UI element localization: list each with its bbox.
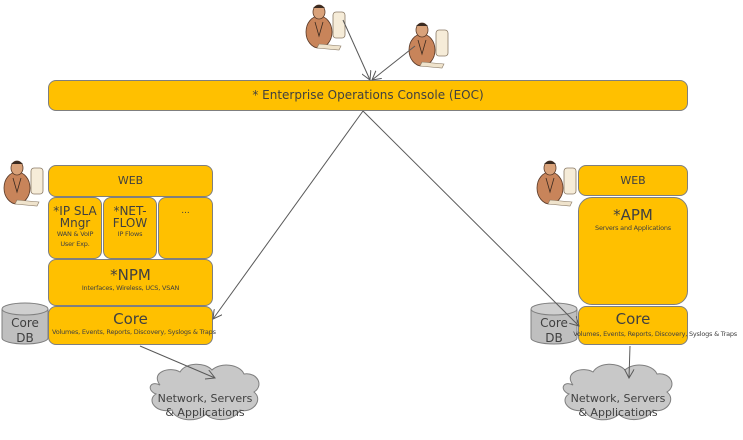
npm-box: *NPM Interfaces, Wireless, UCS, VSAN bbox=[48, 259, 213, 306]
npm-sub: Interfaces, Wireless, UCS, VSAN bbox=[81, 284, 180, 292]
right-web-box: WEB bbox=[578, 165, 688, 196]
cloud-icon bbox=[149, 363, 260, 421]
npm-title: *NPM bbox=[110, 266, 151, 284]
apm-box: *APM Servers and Applications bbox=[578, 197, 688, 305]
apm-title: *APM bbox=[613, 206, 653, 224]
database-icon bbox=[1, 302, 49, 345]
core-title: Core bbox=[615, 310, 651, 328]
module-netflow-box: *NET- FLOW IP Flows bbox=[103, 197, 157, 259]
cloud-label: Network, Servers bbox=[571, 392, 666, 405]
cloud-label: & Applications bbox=[578, 406, 658, 419]
core-sub: Volumes, Events, Reports, Discovery, Sys… bbox=[52, 328, 216, 336]
db-label: DB bbox=[545, 331, 562, 345]
left-web-label: WEB bbox=[117, 174, 144, 187]
cloud-label: & Applications bbox=[165, 406, 245, 419]
cloud-icon bbox=[562, 363, 673, 421]
apm-sub: Servers and Applications bbox=[595, 224, 671, 232]
connector-arrow bbox=[629, 345, 630, 378]
module-title: FLOW bbox=[112, 216, 148, 230]
core-title: Core bbox=[113, 310, 148, 328]
module-title: *IP SLA bbox=[53, 204, 97, 218]
connector-arrow bbox=[342, 19, 370, 80]
left-web-box: WEB bbox=[48, 165, 213, 197]
connector-arrow bbox=[372, 45, 416, 80]
module-ip-sla-box: *IP SLA Mngr WAN & VoIP User Exp. bbox=[48, 197, 102, 259]
left-core-box: Core Volumes, Events, Reports, Discovery… bbox=[48, 306, 216, 345]
db-label: Core bbox=[11, 316, 39, 330]
connector-arrow bbox=[362, 110, 579, 326]
eoc-label: * Enterprise Operations Console (EOC) bbox=[252, 88, 484, 102]
module-title: Mngr bbox=[59, 216, 91, 230]
core-sub: Volumes, Events, Reports, Discovery, Sys… bbox=[573, 330, 737, 338]
module-title: *NET- bbox=[113, 204, 147, 218]
module-more-box: ... bbox=[158, 197, 213, 259]
right-web-label: WEB bbox=[620, 174, 646, 187]
cloud-label: Network, Servers bbox=[158, 392, 253, 405]
db-label: DB bbox=[16, 331, 33, 345]
module-sub: WAN & VoIP bbox=[56, 230, 94, 238]
module-sub: IP Flows bbox=[117, 230, 143, 238]
connector-arrow bbox=[139, 345, 215, 378]
module-sub: User Exp. bbox=[60, 240, 90, 248]
db-label: Core bbox=[540, 316, 568, 330]
module-title: ... bbox=[181, 206, 190, 216]
connector-arrow bbox=[213, 110, 364, 319]
eoc-box: * Enterprise Operations Console (EOC) bbox=[48, 80, 688, 111]
right-core-box: Core Volumes, Events, Reports, Discovery… bbox=[573, 306, 737, 345]
